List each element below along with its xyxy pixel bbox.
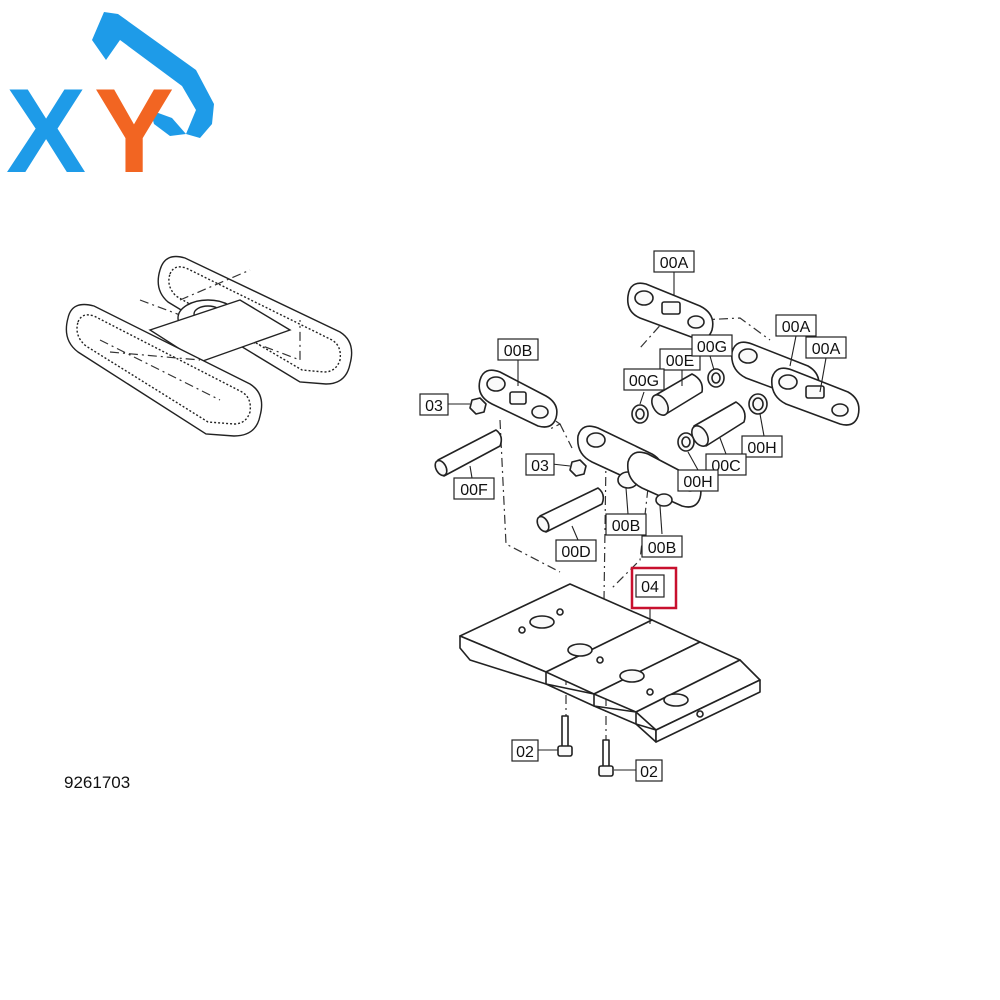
svg-text:00D: 00D <box>561 544 590 561</box>
svg-text:00B: 00B <box>504 343 532 360</box>
svg-text:02: 02 <box>640 764 658 781</box>
callout-00a-mid: 00A <box>775 314 817 337</box>
track-link-00b-middle <box>576 425 702 508</box>
callout-02-right: 02 <box>635 759 663 782</box>
callout-00b-right: 00B <box>641 535 683 558</box>
track-link-00a-top <box>626 282 714 340</box>
svg-text:04: 04 <box>641 579 659 596</box>
bushing-00e <box>651 373 704 416</box>
svg-text:00A: 00A <box>660 255 689 272</box>
callout-00a-right: 00A <box>805 336 847 359</box>
brand-logo: X Y <box>6 12 214 198</box>
svg-text:00G: 00G <box>629 373 659 390</box>
callout-00h-mid: 00H <box>677 469 719 492</box>
svg-text:00B: 00B <box>648 540 676 557</box>
assembly-center-lines <box>487 311 771 760</box>
callout-00b-left: 00B <box>497 338 539 361</box>
seal-rings <box>631 368 768 452</box>
callout-03-left: 03 <box>419 393 449 416</box>
svg-text:03: 03 <box>425 398 443 415</box>
callout-00g-top: 00G <box>691 334 733 357</box>
callout-00b-mid: 00B <box>605 513 647 536</box>
pin-00f <box>434 429 503 477</box>
logo-letter-x: X <box>6 64 86 198</box>
svg-text:02: 02 <box>516 744 534 761</box>
svg-text:00H: 00H <box>683 474 712 491</box>
bushing-00c <box>691 401 746 447</box>
svg-text:00A: 00A <box>812 341 841 358</box>
callout-02-left: 02 <box>511 739 539 762</box>
svg-text:03: 03 <box>531 458 549 475</box>
logo-letter-y: Y <box>94 64 174 198</box>
bolt-02-right <box>598 739 614 777</box>
callout-00g-left: 00G <box>623 368 665 391</box>
track-link-00a-right <box>730 341 860 426</box>
track-link-00b-left <box>478 369 558 428</box>
callout-00e: 00E <box>659 348 701 371</box>
excavator-arm-icon <box>92 12 214 138</box>
svg-text:00A: 00A <box>782 319 811 336</box>
svg-text:00B: 00B <box>612 518 640 535</box>
svg-text:00E: 00E <box>666 353 694 370</box>
callout-03-mid: 03 <box>525 453 555 476</box>
svg-text:00F: 00F <box>460 482 488 499</box>
callout-00h-right: 00H <box>741 435 783 458</box>
callout-00f: 00F <box>453 477 495 500</box>
bolt-02-left <box>557 715 573 757</box>
svg-text:00G: 00G <box>697 339 727 356</box>
leader-lines <box>448 272 827 771</box>
callout-04-highlighted: 04 <box>630 566 678 610</box>
svg-text:00H: 00H <box>747 440 776 457</box>
document-number: 9261703 <box>64 773 130 792</box>
callout-00a-top: 00A <box>653 250 695 273</box>
pin-00d <box>536 487 605 533</box>
track-shoe-04 <box>459 583 761 743</box>
nut-03 <box>469 397 587 477</box>
callout-00d: 00D <box>555 539 597 562</box>
undercarriage-overview-drawing <box>65 255 353 437</box>
svg-text:00C: 00C <box>711 458 740 475</box>
